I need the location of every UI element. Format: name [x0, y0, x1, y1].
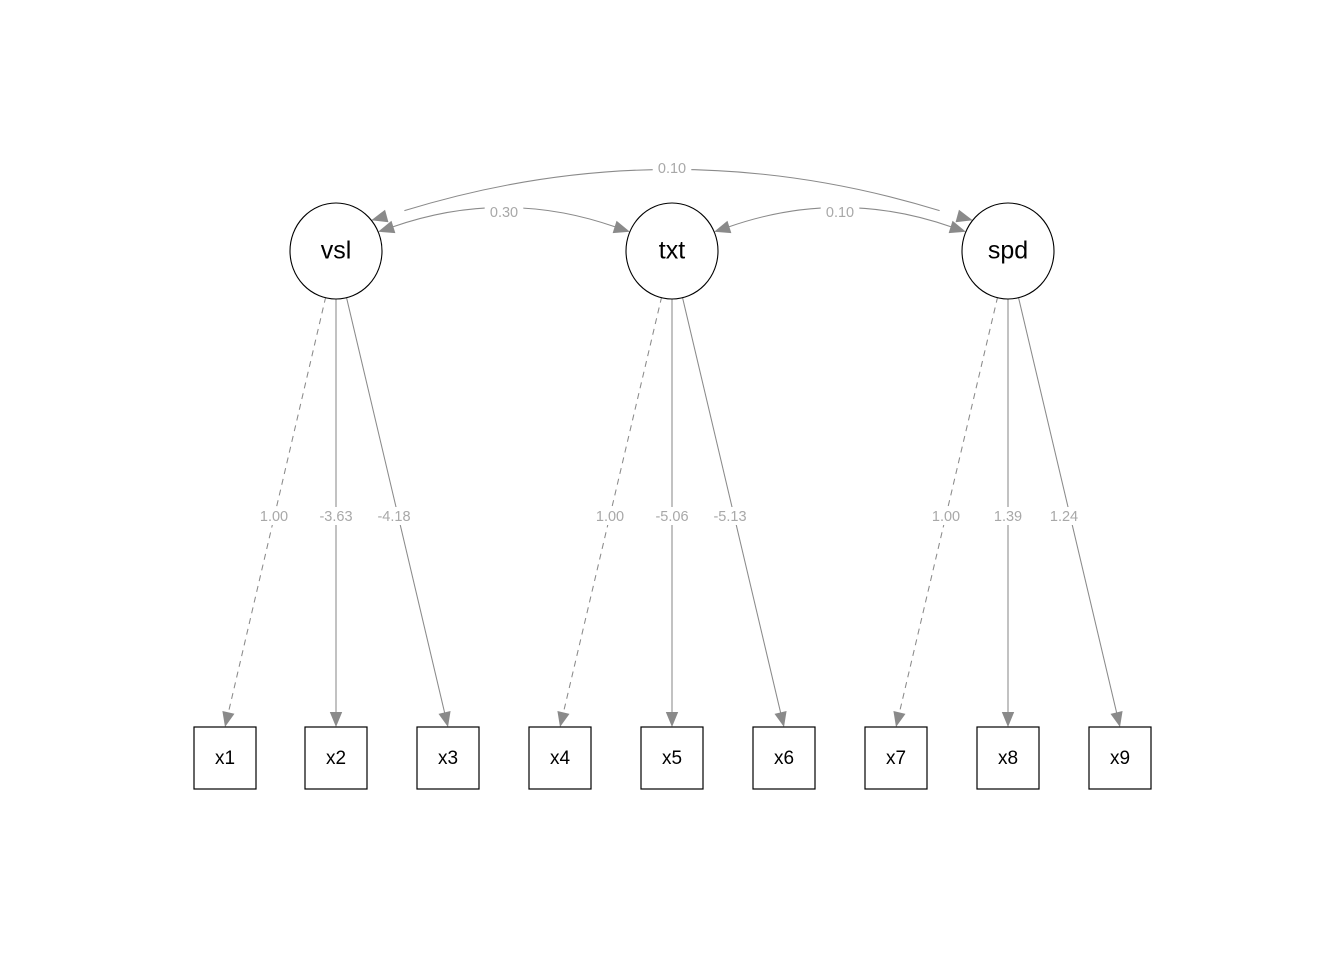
loading-edge-vsl-x3: [345, 296, 446, 714]
observed-rect-x9: [1088, 726, 1152, 790]
observed-label-x6: x6: [774, 748, 794, 769]
latent-node-txt[interactable]: txt: [625, 202, 719, 300]
loading-label-spd-x8: 1.39: [994, 509, 1022, 525]
covariance-label-vsl-txt: 0.30: [490, 205, 518, 221]
observed-label-x9: x9: [1110, 748, 1130, 769]
observed-node-x8[interactable]: x8: [976, 726, 1040, 790]
loading-arrowhead-x5: [665, 712, 679, 727]
covariance-arrowhead-spd: [955, 209, 973, 223]
covariance-label-vsl-spd-backdrop: [652, 159, 692, 177]
loading-arrowhead-x7: [893, 710, 906, 727]
loading-edge-group: [222, 296, 1123, 727]
observed-label-x5: x5: [662, 748, 682, 769]
observed-node-x2[interactable]: x2: [304, 726, 368, 790]
observed-node-group: x1 x2 x3 x4 x5 x6 x7 x8 x9: [193, 726, 1152, 790]
latent-label-vsl: vsl: [321, 237, 352, 265]
loading-label-vsl-x2-backdrop: [312, 507, 360, 525]
loading-arrowhead-x4: [557, 710, 570, 727]
loading-label-txt-x4-backdrop: [590, 507, 630, 525]
latent-node-group: vsl txt spd: [289, 202, 1055, 300]
observed-rect-x7: [864, 726, 928, 790]
covariance-arrowhead-vsl: [371, 209, 389, 223]
covariance-label-txt-spd: 0.10: [826, 205, 854, 221]
latent-label-spd: spd: [988, 237, 1028, 265]
loading-edge-spd-x9: [1017, 296, 1118, 714]
covariance-arrowhead-spd: [948, 220, 966, 234]
observed-node-x6[interactable]: x6: [752, 726, 816, 790]
observed-rect-x2: [304, 726, 368, 790]
covariance-edge-group: [371, 168, 973, 234]
observed-label-x4: x4: [550, 748, 571, 769]
edge-label-group: 1.00 -3.63 -4.18 1.00 -5.06 -5.13 1.00 1.39 1.24…: [254, 159, 1084, 525]
observed-label-x3: x3: [438, 748, 458, 769]
loading-arrowhead-x8: [1001, 712, 1015, 727]
loading-arrowhead-x1: [222, 710, 235, 727]
covariance-arrowhead-vsl: [378, 220, 396, 234]
observed-rect-x5: [640, 726, 704, 790]
loading-label-txt-x4: 1.00: [596, 509, 624, 525]
covariance-label-txt-spd-backdrop: [820, 203, 860, 221]
loading-label-txt-x5-backdrop: [648, 507, 696, 525]
observed-node-x9[interactable]: x9: [1088, 726, 1152, 790]
loading-label-txt-x6: -5.13: [713, 509, 746, 525]
covariance-arrowhead-txt: [714, 220, 732, 234]
latent-label-txt: txt: [659, 237, 685, 265]
loading-label-txt-x6-backdrop: [706, 507, 754, 525]
observed-rect-x3: [416, 726, 480, 790]
observed-node-x7[interactable]: x7: [864, 726, 928, 790]
loading-label-spd-x9: 1.24: [1050, 509, 1078, 525]
loading-arrowhead-x6: [774, 710, 787, 727]
loading-edge-txt-x6: [681, 296, 782, 714]
loading-arrowhead-x2: [329, 712, 343, 727]
latent-ellipse-txt: [625, 202, 719, 300]
latent-node-spd[interactable]: spd: [961, 202, 1055, 300]
observed-rect-x1: [193, 726, 257, 790]
observed-node-x5[interactable]: x5: [640, 726, 704, 790]
loading-label-txt-x5: -5.06: [655, 509, 688, 525]
covariance-arrowhead-txt: [612, 220, 630, 234]
latent-ellipse-vsl: [289, 202, 383, 300]
observed-label-x2: x2: [326, 748, 346, 769]
loading-label-vsl-x2: -3.63: [319, 509, 352, 525]
loading-arrowhead-x9: [1110, 710, 1123, 727]
observed-label-x8: x8: [998, 748, 1018, 769]
observed-rect-x6: [752, 726, 816, 790]
observed-rect-x8: [976, 726, 1040, 790]
observed-node-x1[interactable]: x1: [193, 726, 257, 790]
loading-arrowhead-x3: [438, 710, 451, 727]
loading-label-vsl-x3: -4.18: [377, 509, 410, 525]
loading-edge-txt-x4: [562, 296, 663, 714]
loading-edge-vsl-x1: [227, 296, 327, 714]
observed-label-x7: x7: [886, 748, 906, 769]
covariance-label-vsl-txt-backdrop: [484, 203, 524, 221]
loading-label-spd-x7-backdrop: [926, 507, 966, 525]
latent-ellipse-spd: [961, 202, 1055, 300]
loading-label-vsl-x1-backdrop: [254, 507, 294, 525]
loading-label-spd-x8-backdrop: [988, 507, 1028, 525]
covariance-label-vsl-spd: 0.10: [658, 161, 686, 177]
latent-node-vsl[interactable]: vsl: [289, 202, 383, 300]
loading-label-vsl-x3-backdrop: [370, 507, 418, 525]
observed-label-x1: x1: [215, 748, 235, 769]
loading-edge-spd-x7: [898, 296, 999, 714]
loading-label-spd-x7: 1.00: [932, 509, 960, 525]
observed-node-x4[interactable]: x4: [528, 726, 592, 790]
loading-label-vsl-x1: 1.00: [260, 509, 288, 525]
observed-rect-x4: [528, 726, 592, 790]
loading-label-spd-x9-backdrop: [1044, 507, 1084, 525]
observed-node-x3[interactable]: x3: [416, 726, 480, 790]
